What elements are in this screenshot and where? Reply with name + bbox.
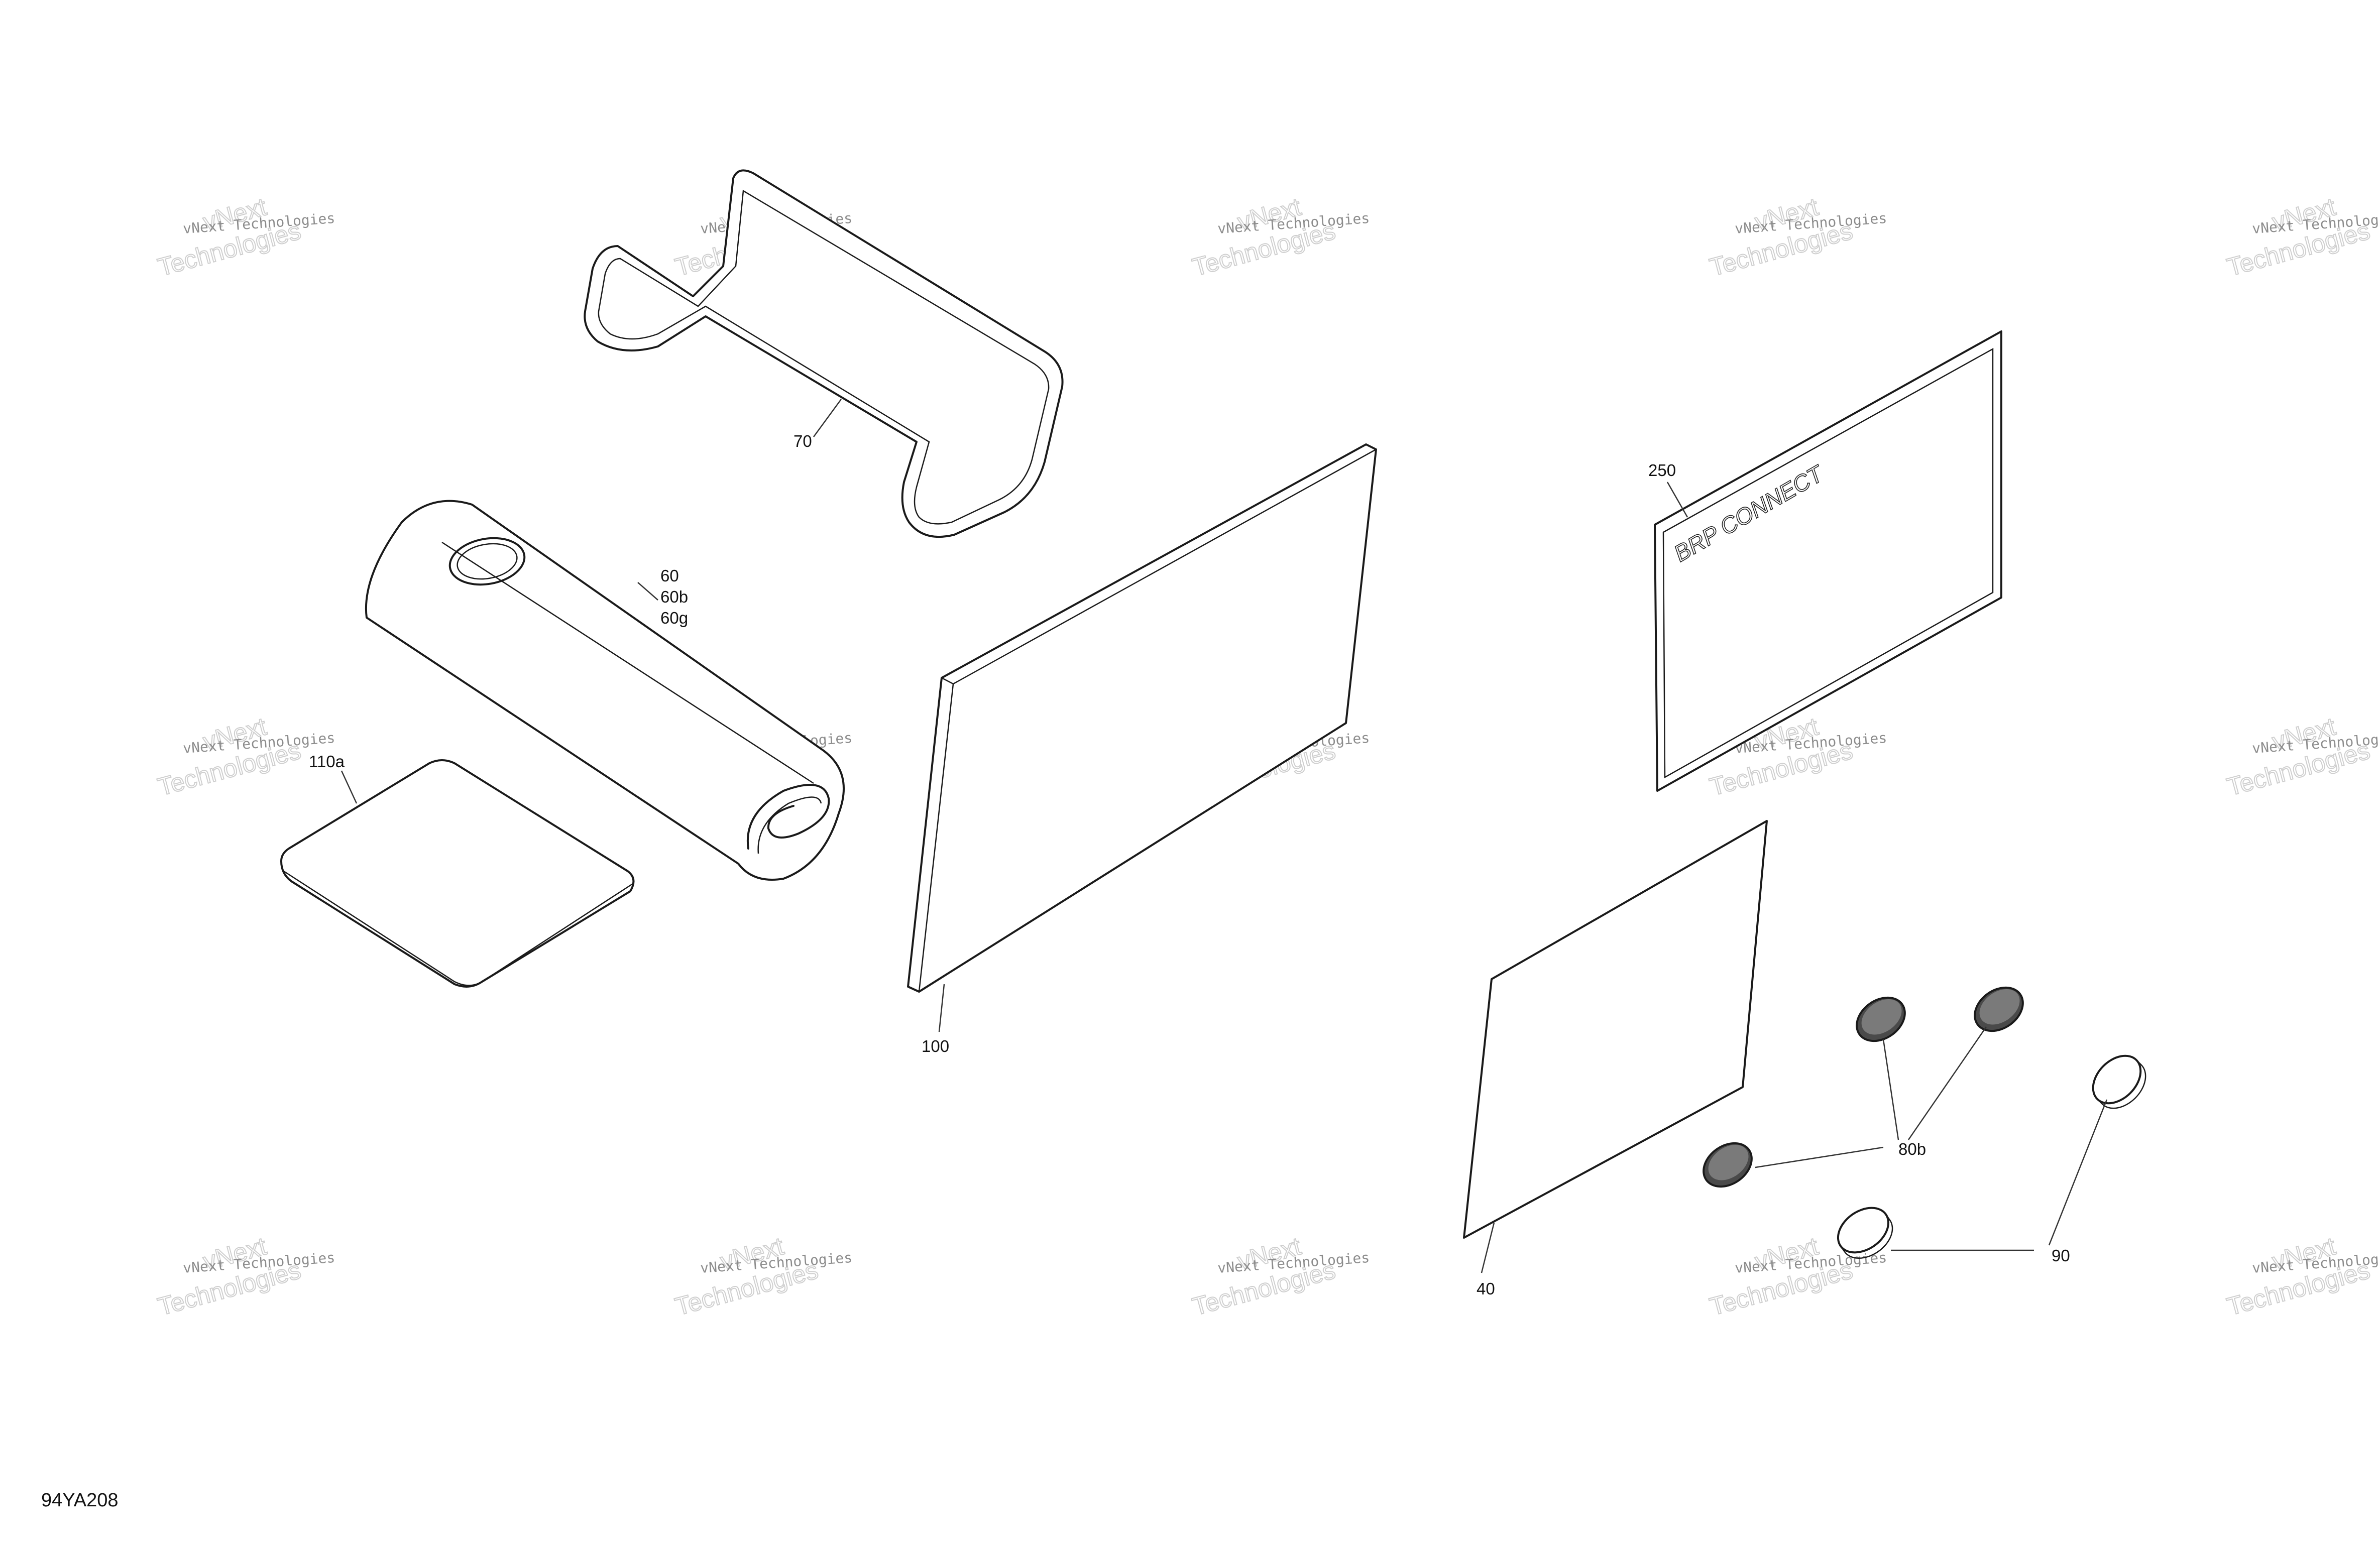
callout-labels: 70 60 60b 60g 110a 100 250 40 80b 90: [309, 432, 2070, 1298]
callout-100: 100: [922, 1037, 949, 1055]
part-250-decal: BRP CONNECT: [1654, 330, 2002, 792]
callout-60b: 60b: [660, 587, 688, 606]
callout-250: 250: [1648, 461, 1676, 480]
callout-40: 40: [1477, 1279, 1495, 1298]
callout-70: 70: [794, 432, 812, 450]
callout-110a: 110a: [309, 752, 345, 771]
figure-id: 94YA208: [41, 1490, 119, 1511]
part-110a-pad: [280, 759, 635, 988]
callout-60: 60: [660, 566, 679, 585]
callout-80b: 80b: [1898, 1140, 1926, 1158]
part-100-board: [907, 443, 1377, 993]
part-60-rolled-mat: [365, 500, 845, 881]
callout-60g: 60g: [660, 609, 688, 627]
leader-lines: [341, 399, 2108, 1273]
part-40-panel: [1463, 820, 1768, 1239]
part-70-tube-frame: [584, 169, 1064, 538]
part-90-caps: [1837, 1054, 2146, 1259]
callout-90: 90: [2052, 1246, 2070, 1265]
part-80b-buttons: [1703, 986, 2024, 1188]
